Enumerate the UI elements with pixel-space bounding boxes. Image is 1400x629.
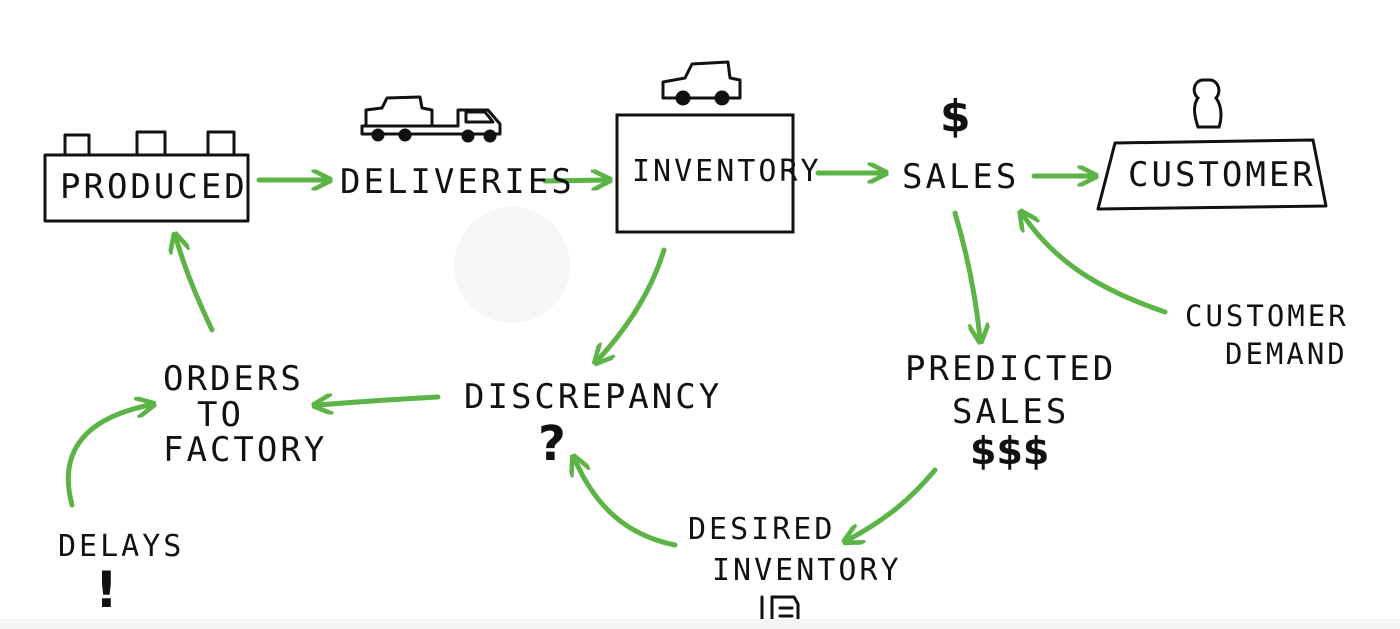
arrow-orders-to-produced: [176, 238, 215, 333]
predicted-sales-label-line1: PREDICTED: [905, 349, 1117, 389]
arrow-discrepancy-to-orders: [318, 397, 441, 405]
predicted-sales-label-line2: SALES: [952, 392, 1070, 432]
inventory-box: [615, 113, 795, 234]
predicted-sales-symbol: $$$: [970, 429, 1050, 473]
delays-label: DELAYS: [58, 529, 185, 564]
orders-label-line3: FACTORY: [163, 430, 328, 470]
arrow-sales-to-predicted: [952, 210, 980, 338]
orders-label-line2: TO: [197, 395, 244, 435]
customer-demand-label-line1: CUSTOMER: [1185, 299, 1349, 333]
desired-inventory-label-line1: DESIRED: [688, 512, 836, 547]
discrepancy-label: DISCREPANCY: [464, 377, 723, 417]
customer-label: CUSTOMER: [1128, 155, 1316, 195]
truck-icon: [360, 95, 502, 143]
customer-box: [1096, 138, 1328, 211]
produced-label: PRODUCED: [60, 167, 248, 207]
arrow-deliveries-to-inventory: [542, 180, 606, 181]
arrow-predicted-to-desired: [848, 467, 938, 540]
arrow-demand-to-sales: [1023, 215, 1168, 315]
deliveries-label: DELIVERIES: [340, 162, 575, 202]
factory-icon: [43, 130, 250, 223]
arrows: [65, 173, 1168, 548]
arrow-inventory-to-discrepancy: [598, 247, 667, 360]
discrepancy-symbol: ?: [538, 416, 566, 472]
orders-label-line1: ORDERS: [163, 359, 304, 399]
bottom-edge-bar: [0, 619, 1400, 629]
desired-inventory-label-line2: INVENTORY: [712, 553, 902, 588]
customer-demand-label-line2: DEMAND: [1225, 337, 1348, 371]
delays-symbol: !: [95, 561, 118, 619]
smudge-mark: [454, 207, 570, 323]
sales-dollar-symbol: $: [940, 91, 971, 142]
inventory-label: INVENTORY: [632, 154, 822, 189]
car-icon: [661, 60, 742, 106]
person-icon: [1192, 78, 1223, 129]
arrow-delays-to-orders: [65, 405, 150, 508]
arrow-desired-to-discrepancy: [575, 460, 678, 548]
sales-label: SALES: [902, 157, 1020, 197]
